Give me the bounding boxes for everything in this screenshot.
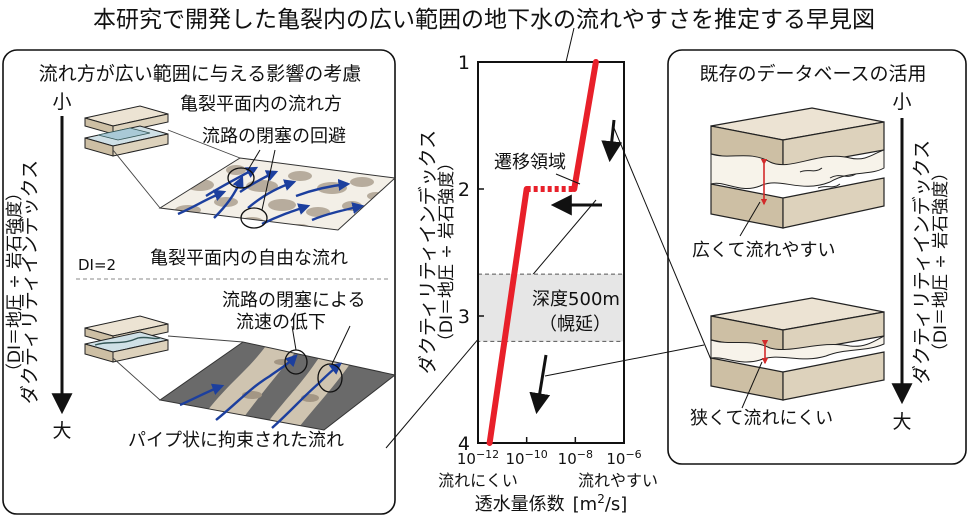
lower-label-block-2: 流速の低下	[236, 312, 326, 333]
lower-label-block-1: 流路の閉塞による	[222, 290, 365, 311]
y-tick-label: 4	[458, 433, 470, 455]
chart-x-label: 透水量係数[m2/s]	[475, 492, 628, 515]
upper-label-flow: 亀裂平面内の流れ方	[180, 94, 342, 115]
permeability-chart: 1 2 3 4 10−12 10−10 10−8 10−6 遷移領域 深度500m （幌延）…	[417, 52, 658, 515]
di-marker-label: DI=2	[78, 256, 116, 274]
x-tick-label: 10−6	[606, 448, 641, 468]
left-axis-label: ダクティリティインデックス	[19, 160, 41, 404]
right-panel-heading: 既存のデータベースの活用	[699, 63, 926, 85]
upper-fracture-plane	[158, 157, 397, 231]
y-tick-label: 1	[458, 52, 470, 74]
right-axis-formula: （DI＝地圧 ÷ 岩石強度）	[931, 164, 951, 360]
chart-curve-upper	[571, 59, 599, 192]
depth-site: （幌延）	[539, 314, 611, 335]
right-panel-frame	[667, 49, 967, 465]
plot-frame	[477, 61, 625, 444]
left-panel-heading: 流れ方が広い範囲に与える影響の考慮	[39, 63, 361, 85]
left-panel: 流れ方が広い範囲に与える影響の考慮 小 大 ダクティリティインデックス （DI＝…	[2, 49, 397, 515]
depth-label: 深度500m	[532, 289, 620, 310]
x-tick-label: 10−8	[558, 448, 593, 468]
y-tick-label: 2	[458, 179, 470, 201]
lower-small-block	[84, 315, 169, 363]
left-axis-small: 小	[52, 91, 71, 113]
chart-y-formula: （DI＝地圧 ÷ 岩石強度）	[437, 154, 457, 350]
x-hint-left: 流れにくい	[438, 471, 518, 490]
left-panel-frame	[2, 49, 396, 515]
wide-aperture-block	[710, 107, 885, 229]
x-tick-label: 10−12	[457, 448, 499, 468]
narrow-aperture-block	[710, 297, 885, 401]
left-axis-large: 大	[52, 420, 71, 442]
upper-caption: 亀裂平面内の自由な流れ	[150, 248, 348, 269]
right-axis-small: 小	[892, 91, 911, 113]
right-axis-label: ダクティリティインデックス	[911, 140, 933, 384]
right-panel: 既存のデータベースの活用 広くて流れやすい 狭くて流れにくい	[667, 49, 967, 465]
right-axis-large: 大	[892, 411, 911, 433]
chart-down-arrow-upper	[601, 119, 623, 163]
x-ticks: 10−12 10−10 10−8 10−6	[457, 437, 642, 468]
lower-caption: パイプ状に拘束された流れ	[128, 430, 344, 451]
chart-y-label: ダクティリティインデックス	[417, 130, 439, 374]
figure-title: 本研究で開発した亀裂内の広い範囲の地下水の流れやすさを推定する早見図	[93, 7, 875, 33]
chart-curve-lower	[486, 186, 530, 446]
wide-aperture-caption: 広くて流れやすい	[692, 240, 835, 261]
x-hint-right: 流れやすい	[578, 471, 658, 490]
lower-fracture-plane	[158, 341, 397, 431]
transition-label: 遷移領域	[494, 152, 566, 173]
y-tick-label: 3	[458, 306, 470, 328]
left-axis-formula: （DI＝地圧 ÷ 岩石強度）	[5, 184, 25, 380]
chart-down-arrow-lower	[529, 354, 551, 415]
x-tick-label: 10−10	[506, 448, 548, 468]
upper-label-avoid: 流路の閉塞の回避	[202, 126, 346, 147]
y-ticks: 1 2 3 4	[458, 52, 484, 455]
narrow-aperture-caption: 狭くて流れにくい	[690, 408, 833, 429]
depth-band	[477, 273, 625, 342]
upper-small-block	[84, 105, 169, 157]
